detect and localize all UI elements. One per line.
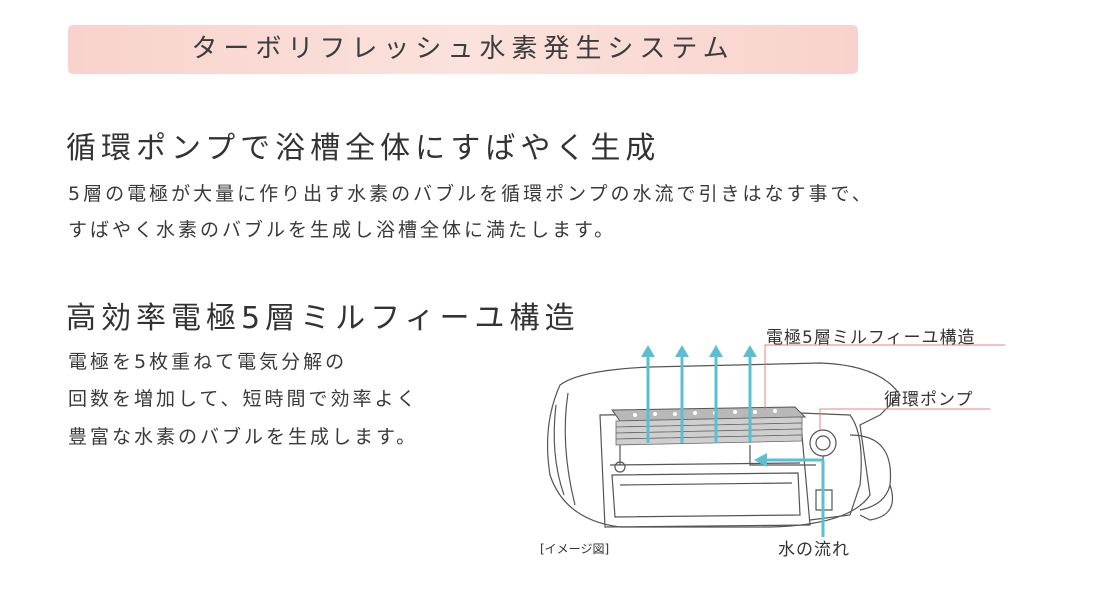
section2-line-3: 豊富な水素のバブルを生成します。 xyxy=(68,426,419,448)
bubble-arrows xyxy=(641,345,757,443)
section2-line-1: 電極を5枚重ねて電気分解の xyxy=(68,351,348,373)
electrode-stack xyxy=(611,406,807,446)
section1-heading: 循環ポンプで浴槽全体にすばやく生成 xyxy=(66,131,661,166)
section1-line-1: 5層の電極が大量に作り出す水素のバブルを循環ポンプの水流で引きはなす事で、 xyxy=(68,183,874,205)
section2-line-2: 回数を増加して、短時間で効率よく xyxy=(68,388,419,410)
section1-line-2: すばやく水素のバブルを生成し浴槽全体に満たします。 xyxy=(68,219,617,241)
section2-heading: 高効率電極5層ミルフィーユ構造 xyxy=(66,301,580,336)
label-electrode: 電極5層ミルフィーユ構造 xyxy=(766,328,976,348)
water-flow-arrows xyxy=(754,453,825,537)
label-image: [イメージ図] xyxy=(540,542,610,556)
label-flow: 水の流れ xyxy=(778,540,850,560)
banner-title: ターボリフレッシュ水素発生システム xyxy=(191,34,735,64)
label-pump: 循環ポンプ xyxy=(884,390,974,410)
title-banner: ターボリフレッシュ水素発生システム xyxy=(68,25,858,74)
callout-lines xyxy=(764,344,1005,430)
device-body xyxy=(546,362,901,528)
device-diagram xyxy=(546,344,1005,537)
